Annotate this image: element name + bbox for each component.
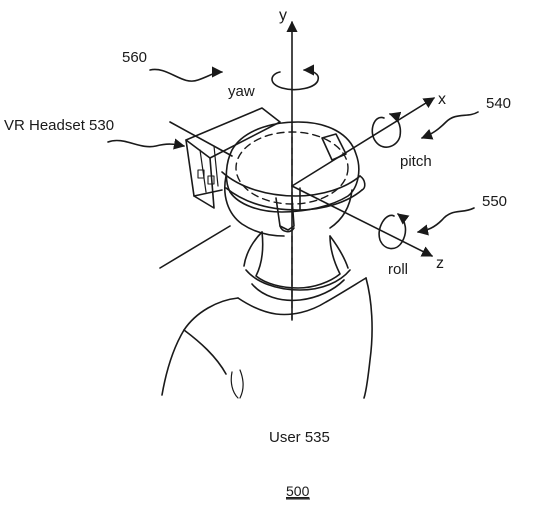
leader-560	[149, 66, 224, 82]
pitch-label: pitch	[400, 153, 432, 170]
ref-560: 560	[122, 49, 147, 66]
roll-rotation-arrow	[378, 213, 410, 250]
leader-540	[420, 111, 479, 140]
roll-label: roll	[388, 261, 408, 278]
x-axis-label: x	[438, 91, 446, 108]
user-neck	[243, 231, 349, 289]
user-label: User 535	[269, 429, 330, 446]
pitch-rotation-arrow	[371, 111, 402, 148]
vr-headset	[185, 107, 366, 233]
headset-label: VR Headset 530	[4, 117, 114, 134]
ref-540: 540	[486, 95, 511, 112]
leader-550	[416, 207, 475, 236]
leader-530	[107, 138, 186, 150]
z-axis-line	[291, 185, 434, 257]
yaw-label: yaw	[228, 83, 255, 100]
axis-lines	[159, 20, 435, 321]
user-body	[161, 269, 373, 399]
ref-550: 550	[482, 193, 507, 210]
z-axis-label: z	[436, 255, 444, 272]
y-axis-label: y	[279, 7, 287, 24]
figure-number: 500	[286, 483, 310, 499]
x-axis-line	[291, 97, 435, 187]
yaw-rotation-arrow	[271, 64, 320, 91]
